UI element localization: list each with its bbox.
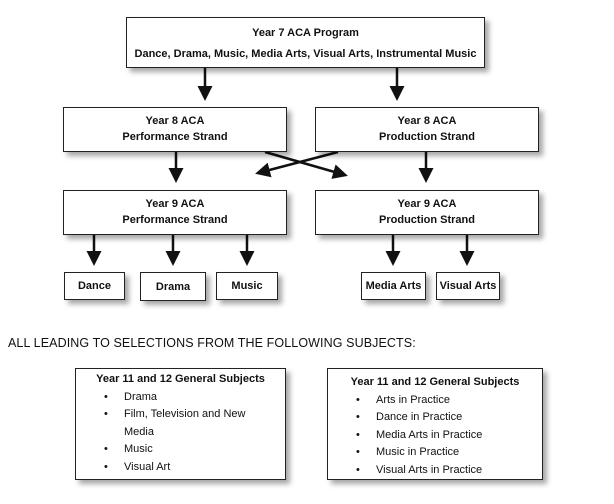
year9-production-line1: Year 9 ACA (397, 198, 457, 210)
music-label: Music (231, 280, 263, 292)
year9-performance-line2: Performance Strand (122, 214, 228, 226)
media-arts-label: Media Arts (365, 280, 422, 292)
lead-text: ALL LEADING TO SELECTIONS FROM THE FOLLO… (8, 336, 416, 350)
subjects-left-item: Visual Art (104, 459, 285, 477)
music-box: Music (216, 272, 278, 300)
year8-performance-line2: Performance Strand (122, 131, 228, 143)
year9-performance-line1: Year 9 ACA (145, 198, 205, 210)
drama-label: Drama (155, 280, 191, 293)
subjects-right-item: Music in Practice (356, 444, 542, 462)
year7-subjects: Dance, Drama, Music, Media Arts, Visual … (134, 48, 477, 60)
subjects-left-title: Year 11 and 12 General Subjects (96, 373, 265, 385)
year8-performance-line1: Year 8 ACA (145, 115, 205, 127)
subjects-left-box: Year 11 and 12 General Subjects Drama Fi… (75, 368, 286, 480)
subjects-right-title: Year 11 and 12 General Subjects (350, 376, 520, 388)
dance-box: Dance (64, 272, 125, 300)
year9-production-box: Year 9 ACA Production Strand (315, 190, 539, 235)
subjects-left-item: Drama (104, 389, 285, 407)
subjects-right-list: Arts in Practice Dance in Practice Media… (328, 392, 542, 480)
drama-box: Drama (140, 272, 206, 301)
year8-production-line2: Production Strand (379, 131, 475, 143)
arrow-cross-to-performance (255, 150, 339, 178)
dance-label: Dance (77, 280, 112, 292)
subjects-left-item: Music (104, 441, 285, 459)
year8-production-line1: Year 8 ACA (397, 115, 457, 127)
subjects-right-item: Dance in Practice (356, 409, 542, 427)
subjects-right-box: Year 11 and 12 General Subjects Arts in … (327, 368, 543, 480)
year7-title: Year 7 ACA Program (252, 27, 359, 39)
year8-performance-box: Year 8 ACA Performance Strand (63, 107, 287, 152)
subjects-left-item-continuation: Media (124, 425, 154, 438)
media-arts-box: Media Arts (361, 272, 426, 300)
year9-performance-box: Year 9 ACA Performance Strand (63, 190, 287, 235)
subjects-left-item: Film, Television and New (104, 406, 285, 424)
subjects-right-item: Visual Arts in Practice (356, 462, 542, 480)
subjects-right-item: Media Arts in Practice (356, 427, 542, 445)
visual-arts-label: Visual Arts (439, 280, 497, 292)
year8-production-box: Year 8 ACA Production Strand (315, 107, 539, 152)
arrow-cross-to-production (264, 150, 348, 179)
year7-program-box: Year 7 ACA Program Dance, Drama, Music, … (126, 17, 485, 68)
year9-production-line2: Production Strand (379, 214, 475, 226)
visual-arts-box: Visual Arts (436, 272, 500, 300)
subjects-right-item: Arts in Practice (356, 392, 542, 410)
subjects-left-list: Drama Film, Television and New Media Mus… (76, 389, 285, 477)
